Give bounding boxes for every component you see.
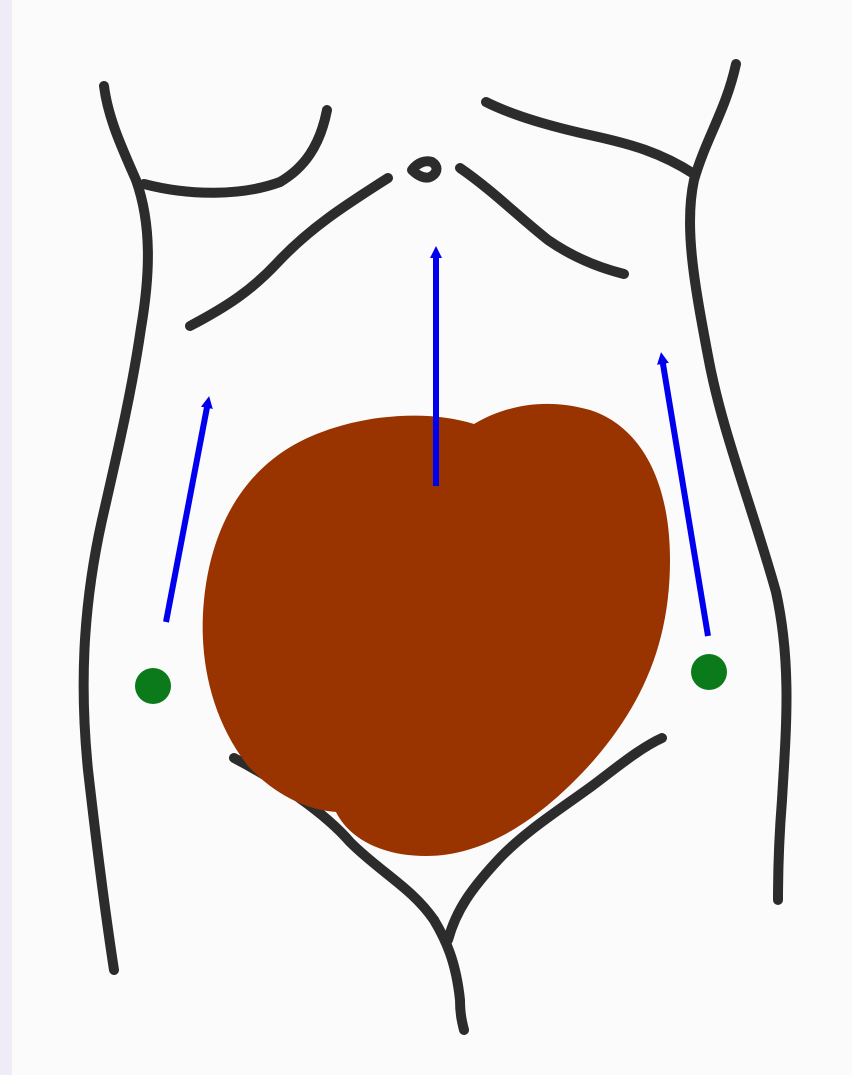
left-breast-curve — [144, 110, 327, 193]
left-rib-line — [190, 178, 388, 326]
dot-icon — [135, 668, 171, 704]
arrow-icon — [166, 402, 208, 622]
right-rib-line — [460, 168, 624, 274]
right-body-outline — [690, 64, 787, 900]
sternum-notch — [412, 161, 437, 177]
arrow-icon — [662, 358, 708, 636]
left-body-outline — [84, 86, 148, 970]
right-breast-curve — [486, 102, 694, 174]
dot-icon — [691, 654, 727, 690]
